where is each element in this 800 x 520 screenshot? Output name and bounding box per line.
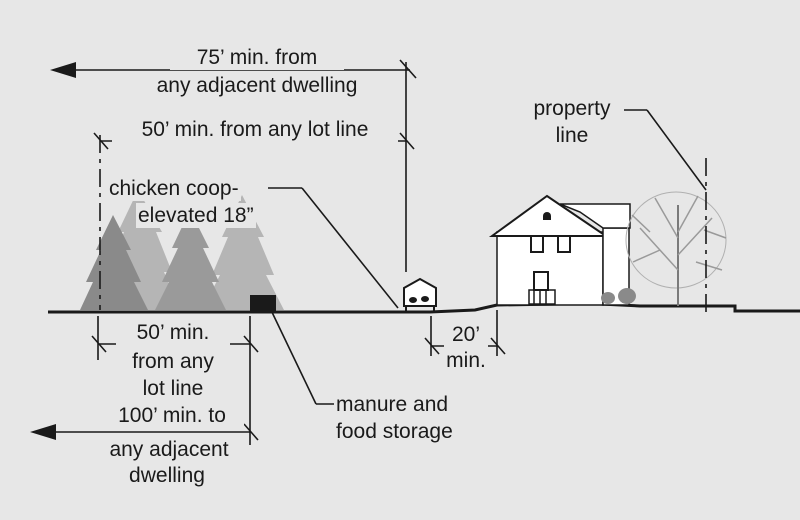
- label-20-line2: min.: [440, 348, 492, 373]
- tree-front-middle: [155, 210, 226, 310]
- house: [488, 194, 636, 306]
- label-manure-line1: manure and: [334, 392, 451, 417]
- label-property-line1: property: [520, 96, 624, 121]
- label-manure-line2: food storage: [334, 419, 455, 444]
- evergreen-trees: [80, 190, 284, 310]
- tree-front-left: [80, 215, 148, 310]
- label-50-bottom-line2: from any: [116, 349, 230, 374]
- label-75-line1: 75’ min. from: [170, 45, 344, 70]
- label-100-line1: 100’ min. to: [100, 403, 244, 428]
- label-chicken-coop-line2: elevated 18”: [136, 203, 256, 228]
- label-75-line2: any adjacent dwelling: [140, 73, 374, 98]
- tree-back-right: [202, 195, 284, 310]
- chicken-coop: [403, 277, 437, 312]
- label-50-bottom-line1: 50’ min.: [116, 320, 230, 345]
- label-100-line2: any adjacent: [92, 437, 246, 462]
- manure-storage-bin: [250, 295, 276, 312]
- deciduous-tree: [625, 191, 727, 306]
- label-50-lot-line-top: 50’ min. from any lot line: [112, 117, 398, 142]
- label-50-bottom-line3: lot line: [116, 376, 230, 401]
- label-20-line1: 20’: [444, 322, 488, 347]
- label-property-line2: line: [520, 123, 624, 148]
- label-chicken-coop-line1: chicken coop-: [107, 176, 241, 201]
- label-100-line3: dwelling: [100, 463, 234, 488]
